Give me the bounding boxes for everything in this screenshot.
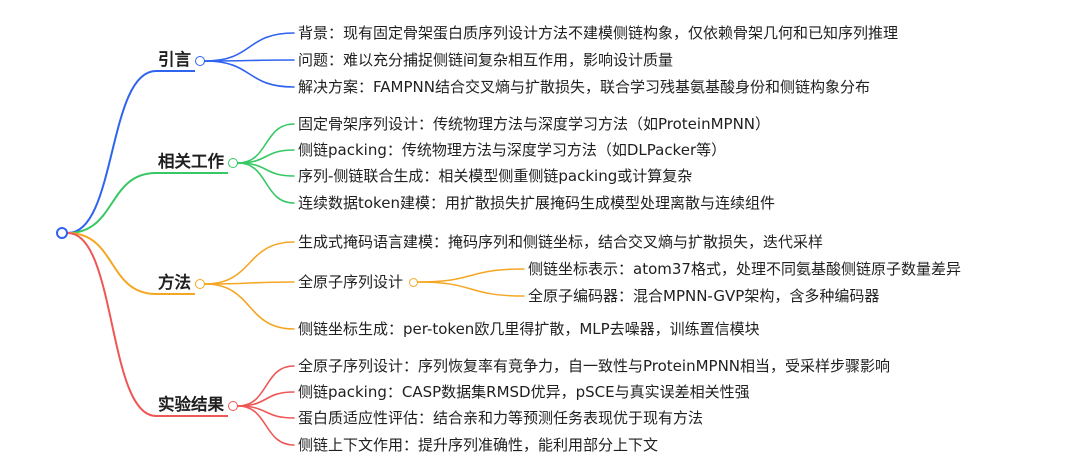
- link-l2-intro-0: [204, 32, 295, 62]
- link-l3-method-1-1: [417, 281, 525, 297]
- method-sidechain-coordinate-representation[interactable]: 侧链坐标表示：atom37格式，处理不同氨基酸侧链原子数量差异: [528, 260, 961, 278]
- intro-background[interactable]: 背景：现有固定骨架蛋白质序列设计方法不建模侧链构象，仅依赖骨架几何和已知序列推理: [298, 24, 899, 42]
- method-all-atom-design-collapse-dot[interactable]: [408, 277, 418, 287]
- related-continuous-token-modeling[interactable]: 连续数据token建模：用扩散损失扩展掩码生成模型处理离散与连续组件: [298, 194, 775, 212]
- branch-results[interactable]: 实验结果: [158, 395, 224, 414]
- link-l3-method-1-0: [417, 268, 525, 283]
- link-root-results: [67, 232, 157, 417]
- link-l2-related-3: [237, 162, 295, 204]
- branch-related-work[interactable]: 相关工作: [158, 152, 224, 171]
- intro-problem[interactable]: 问题：难以充分捕捉侧链间复杂相互作用，影响设计质量: [298, 51, 674, 69]
- related-joint-generation[interactable]: 序列-侧链联合生成：相关模型侧重侧链packing或计算复杂: [298, 167, 693, 185]
- branch-results-collapse-dot[interactable]: [228, 401, 238, 411]
- link-l2-method-1: [204, 281, 295, 285]
- method-masked-lm[interactable]: 生成式掩码语言建模：掩码序列和侧链坐标，结合交叉熵与扩散损失，迭代采样: [298, 233, 824, 251]
- results-all-atom-design[interactable]: 全原子序列设计：序列恢复率有竞争力，自一致性与ProteinMPNN相当，受采样…: [298, 357, 891, 375]
- results-sidechain-packing[interactable]: 侧链packing：CASP数据集RMSD优异，pSCE与真实误差相关性强: [298, 383, 750, 401]
- link-l2-results-3: [237, 405, 295, 446]
- branch-method-collapse-dot[interactable]: [195, 279, 205, 289]
- link-l2-results-0: [237, 365, 295, 407]
- link-l2-related-0: [237, 123, 295, 164]
- link-l2-intro-2: [204, 60, 295, 88]
- branch-method[interactable]: 方法: [158, 273, 191, 292]
- link-root-related: [67, 172, 157, 234]
- link-l2-method-0: [204, 241, 295, 285]
- intro-solution[interactable]: 解决方案：FAMPNN结合交叉熵与扩散损失，联合学习残基氨基酸身份和侧链构象分布: [298, 78, 870, 96]
- link-root-method: [67, 232, 157, 295]
- branch-intro-collapse-dot[interactable]: [195, 56, 205, 66]
- link-l2-intro-1: [204, 59, 295, 62]
- related-sidechain-packing[interactable]: 侧链packing：传统物理方法与深度学习方法（如DLPacker等）: [298, 141, 727, 159]
- results-fitness-evaluation[interactable]: 蛋白质适应性评估：结合亲和力等预测任务表现优于现有方法: [298, 409, 704, 427]
- related-fixed-backbone-design[interactable]: 固定骨架序列设计：传统物理方法与深度学习方法（如ProteinMPNN）: [298, 115, 771, 133]
- link-l2-results-1: [237, 391, 295, 407]
- branch-intro[interactable]: 引言: [158, 50, 191, 69]
- method-all-atom-encoder[interactable]: 全原子编码器：混合MPNN-GVP架构，含多种编码器: [528, 287, 880, 305]
- link-l2-method-2: [204, 283, 295, 330]
- results-sidechain-context[interactable]: 侧链上下文作用：提升序列准确性，能利用部分上下文: [298, 436, 659, 454]
- method-all-atom-design[interactable]: 全原子序列设计: [298, 273, 404, 291]
- method-sidechain-coordinate-generation[interactable]: 侧链坐标生成：per-token欧几里得扩散，MLP去噪器，训练置信模块: [298, 320, 760, 338]
- branch-related-work-collapse-dot[interactable]: [228, 158, 238, 168]
- root-node[interactable]: [56, 227, 68, 239]
- link-root-intro: [67, 70, 157, 234]
